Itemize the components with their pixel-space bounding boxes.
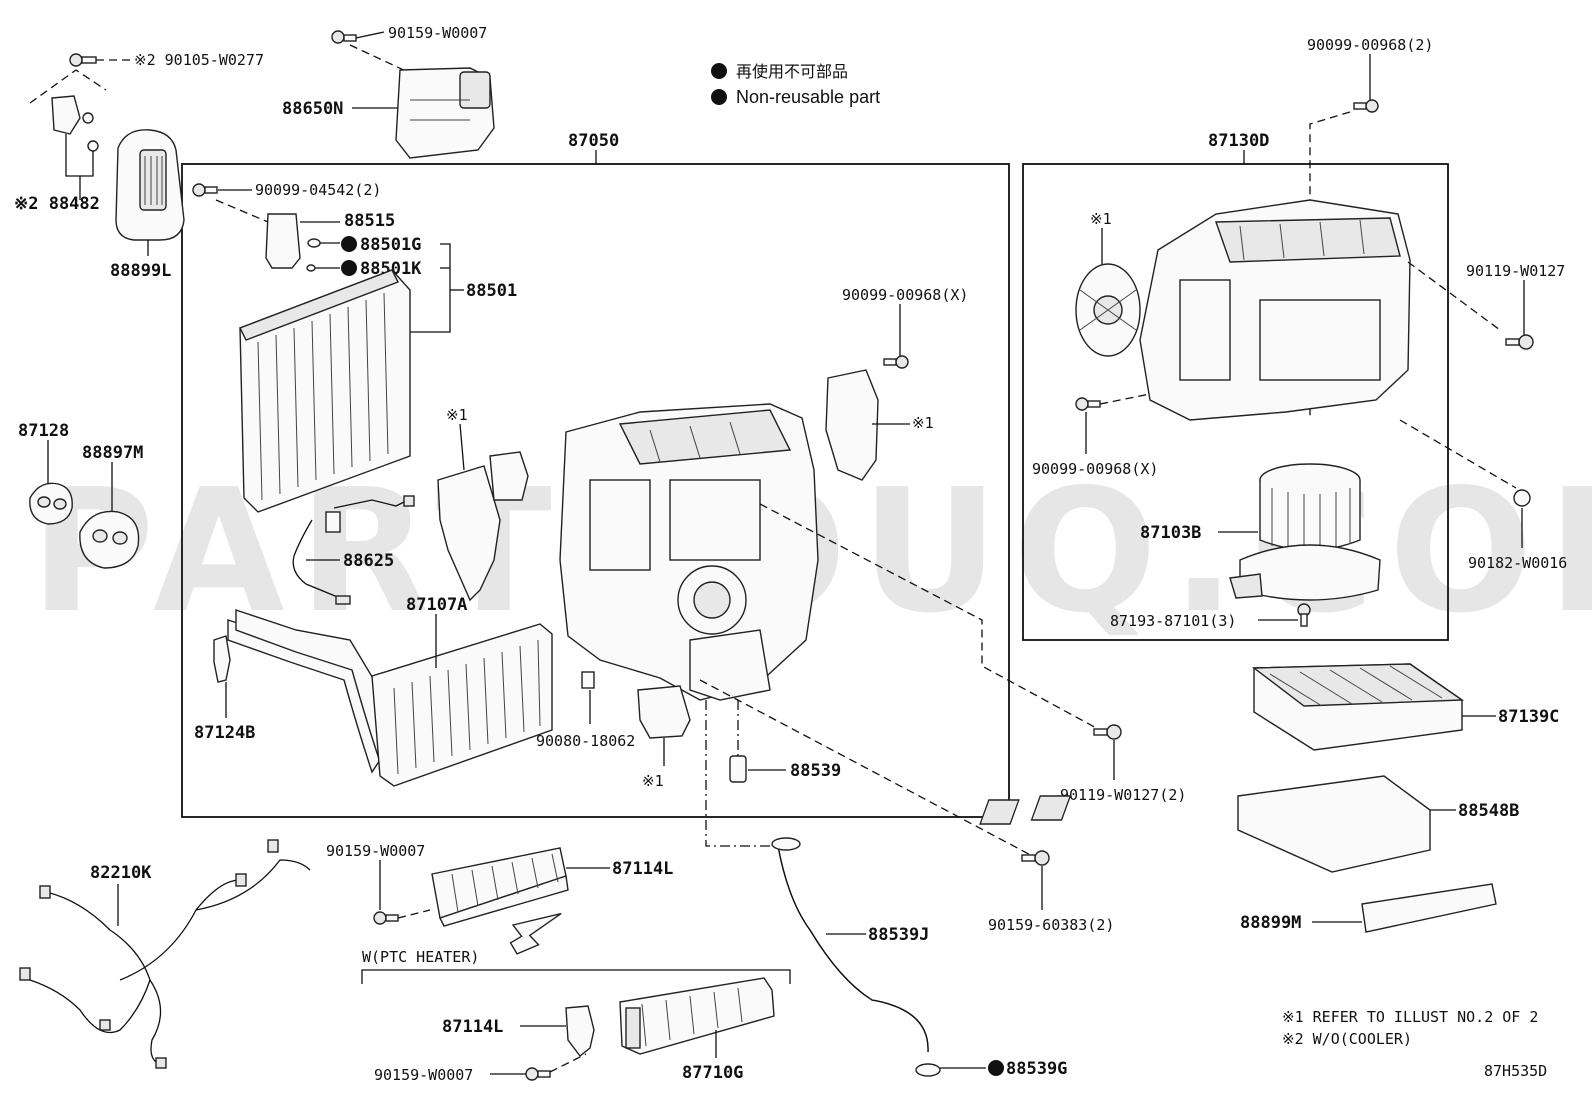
non-reusable-bullet-icon xyxy=(341,260,357,276)
bolt-icon xyxy=(1075,397,1101,411)
label-87107A[interactable]: 87107A xyxy=(406,595,467,615)
bracket-87124B-icon xyxy=(213,635,231,683)
label-88899L[interactable]: 88899L xyxy=(110,261,171,281)
label-88482[interactable]: ※2 88482 xyxy=(14,194,100,214)
label-90105-W0277[interactable]: ※2 90105-W0277 xyxy=(134,51,264,69)
label-90159-W0007-top[interactable]: 90159-W0007 xyxy=(388,24,487,42)
bolt-icon xyxy=(1093,724,1122,740)
label-88539G[interactable]: 88539G xyxy=(1006,1059,1067,1079)
bolt-icon xyxy=(1505,334,1534,350)
bolt-icon xyxy=(192,183,218,197)
label-87124B[interactable]: 87124B xyxy=(194,723,255,743)
non-reusable-bullet-icon xyxy=(711,63,727,79)
label-88548B[interactable]: 88548B xyxy=(1458,801,1519,821)
bolt-icon xyxy=(883,355,909,369)
label-90182-W0016[interactable]: 90182-W0016 xyxy=(1468,554,1567,572)
sensor-88482-icon xyxy=(51,95,81,135)
label-87050[interactable]: 87050 xyxy=(568,131,619,151)
evaporator-88501-icon xyxy=(239,269,411,513)
drain-hose-88539J-icon xyxy=(777,845,929,1053)
bolt-icon xyxy=(331,30,357,44)
label-90080-18062[interactable]: 90080-18062 xyxy=(536,732,635,750)
thermistor-88625-icon xyxy=(292,495,415,605)
label-88539[interactable]: 88539 xyxy=(790,761,841,781)
label-90099-00968X-blower[interactable]: 90099-00968(X) xyxy=(1032,460,1158,478)
note-refer-illust: ※1 REFER TO ILLUST NO.2 OF 2 xyxy=(1282,1008,1538,1026)
actuator-icon xyxy=(825,369,879,481)
label-88539J[interactable]: 88539J xyxy=(868,925,929,945)
label-88650N[interactable]: 88650N xyxy=(282,99,343,119)
packing-88897M-icon xyxy=(79,510,140,569)
label-87193-87101[interactable]: 87193-87101(3) xyxy=(1110,612,1236,630)
direction-arrow-icon xyxy=(509,912,562,955)
bolt-icon xyxy=(373,911,399,925)
blower-case-icon xyxy=(1139,199,1411,421)
label-88501[interactable]: 88501 xyxy=(466,281,517,301)
heater-core-87107A-icon xyxy=(227,609,553,787)
bolt-icon xyxy=(1353,99,1379,113)
label-88625[interactable]: 88625 xyxy=(343,551,394,571)
label-87128[interactable]: 87128 xyxy=(18,421,69,441)
bolt-icon xyxy=(1021,850,1050,866)
label-ref1-servo-bottom[interactable]: ※1 xyxy=(642,772,664,790)
label-90099-00968X-main[interactable]: 90099-00968(X) xyxy=(842,286,968,304)
legend-en: Non-reusable part xyxy=(736,87,880,107)
bracket-87114L-icon xyxy=(565,1005,595,1057)
label-ptc-heater-group[interactable]: W(PTC HEATER) xyxy=(362,948,479,966)
label-87710G[interactable]: 87710G xyxy=(682,1063,743,1083)
label-90119-W0127-2[interactable]: 90119-W0127(2) xyxy=(1060,786,1186,804)
legend-jp: 再使用不可部品 xyxy=(736,62,848,81)
non-reusable-bullet-icon xyxy=(711,89,727,105)
bolt-icon xyxy=(69,53,97,67)
label-88515[interactable]: 88515 xyxy=(344,211,395,231)
drain-88539-icon xyxy=(729,755,747,783)
clip-90080-18062-icon xyxy=(581,671,595,689)
illustration-code: 87H535D xyxy=(1484,1062,1547,1080)
servo-motor-icon xyxy=(437,465,501,602)
label-ref1-servo-left[interactable]: ※1 xyxy=(446,406,468,424)
non-reusable-bullet-icon xyxy=(341,236,357,252)
blower-motor-87103B-icon xyxy=(1229,463,1381,601)
label-90159-W0007-bottom[interactable]: 90159-W0007 xyxy=(374,1066,473,1084)
filter-87139C-icon xyxy=(1251,663,1465,751)
ptc-heater-87114L-icon xyxy=(431,847,569,927)
note-without-cooler: ※2 W/O(COOLER) xyxy=(1282,1030,1412,1048)
blower-unit-frame xyxy=(1022,163,1449,641)
label-ref1-damper[interactable]: ※1 xyxy=(1090,210,1112,228)
label-87114L-top[interactable]: 87114L xyxy=(612,859,673,879)
non-reusable-bullet-icon xyxy=(988,1060,1004,1076)
label-88899M[interactable]: 88899M xyxy=(1240,913,1301,933)
heater-core-87710G-icon xyxy=(619,977,775,1055)
filter-case-88548B-icon xyxy=(979,775,1431,873)
wire-harness-82210K-icon xyxy=(19,839,311,1069)
label-87114L-bottom[interactable]: 87114L xyxy=(442,1017,503,1037)
servo-bottom-icon xyxy=(637,685,691,739)
expansion-valve-88515-icon xyxy=(265,213,301,269)
label-88897M[interactable]: 88897M xyxy=(82,443,143,463)
damper-icon xyxy=(1075,263,1141,357)
screw-icon xyxy=(1297,603,1311,627)
bolt-icon xyxy=(525,1067,551,1081)
label-ref1-actuator-right[interactable]: ※1 xyxy=(912,414,934,432)
label-87130D[interactable]: 87130D xyxy=(1208,131,1269,151)
label-90159-W0007-mid[interactable]: 90159-W0007 xyxy=(326,842,425,860)
label-90159-60383[interactable]: 90159-60383(2) xyxy=(988,916,1114,934)
label-87103B[interactable]: 87103B xyxy=(1140,523,1201,543)
legend: 再使用不可部品 Non-reusable part xyxy=(711,62,880,107)
label-90119-W0127[interactable]: 90119-W0127 xyxy=(1466,262,1565,280)
label-88501G[interactable]: 88501G xyxy=(360,235,421,255)
hvac-housing-icon xyxy=(489,403,819,701)
label-88501K[interactable]: 88501K xyxy=(360,259,422,279)
duct-88899M-icon xyxy=(1361,883,1497,933)
label-82210K[interactable]: 82210K xyxy=(90,863,152,883)
label-90099-04542[interactable]: 90099-04542(2) xyxy=(255,181,381,199)
label-87139C[interactable]: 87139C xyxy=(1498,707,1559,727)
grommet-icon xyxy=(1513,489,1531,507)
grommet-88539G-icon xyxy=(915,1063,941,1077)
label-90099-00968-2[interactable]: 90099-00968(2) xyxy=(1307,36,1433,54)
